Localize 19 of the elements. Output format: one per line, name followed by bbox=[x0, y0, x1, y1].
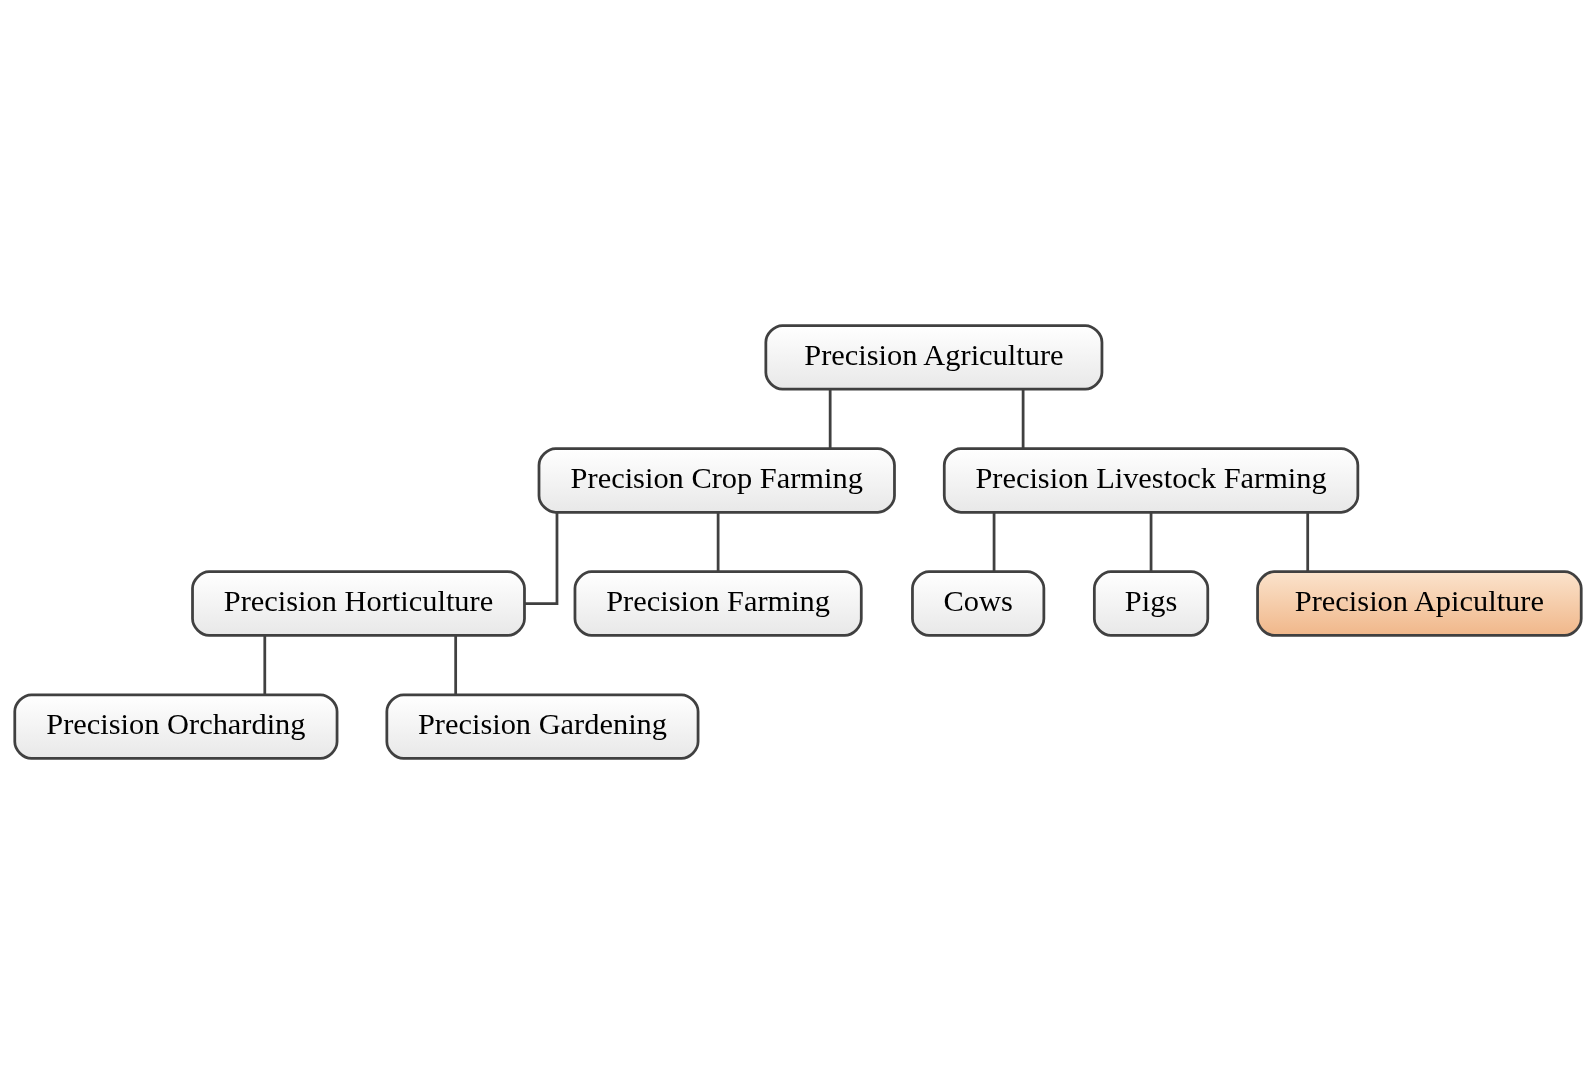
connector bbox=[1021, 389, 1025, 448]
connector bbox=[1149, 512, 1153, 571]
connector bbox=[992, 512, 996, 571]
connector bbox=[828, 389, 832, 448]
node-box: Pigs bbox=[1092, 569, 1210, 637]
node-box: Precision Apiculture bbox=[1256, 569, 1583, 637]
node-box: Precision Crop Farming bbox=[537, 446, 896, 514]
connector bbox=[1306, 512, 1310, 571]
node-box: Precision Farming bbox=[573, 569, 863, 637]
connector bbox=[716, 512, 720, 571]
connector bbox=[524, 512, 559, 605]
node-box: Precision Gardening bbox=[385, 692, 700, 760]
node-box: Precision Agriculture bbox=[764, 323, 1104, 391]
connector bbox=[263, 635, 267, 694]
node-box: Precision Livestock Farming bbox=[942, 446, 1360, 514]
node-box: Precision Orcharding bbox=[13, 692, 339, 760]
node-box: Cows bbox=[911, 569, 1046, 637]
node-box: Precision Horticulture bbox=[191, 569, 526, 637]
connector bbox=[454, 635, 458, 694]
